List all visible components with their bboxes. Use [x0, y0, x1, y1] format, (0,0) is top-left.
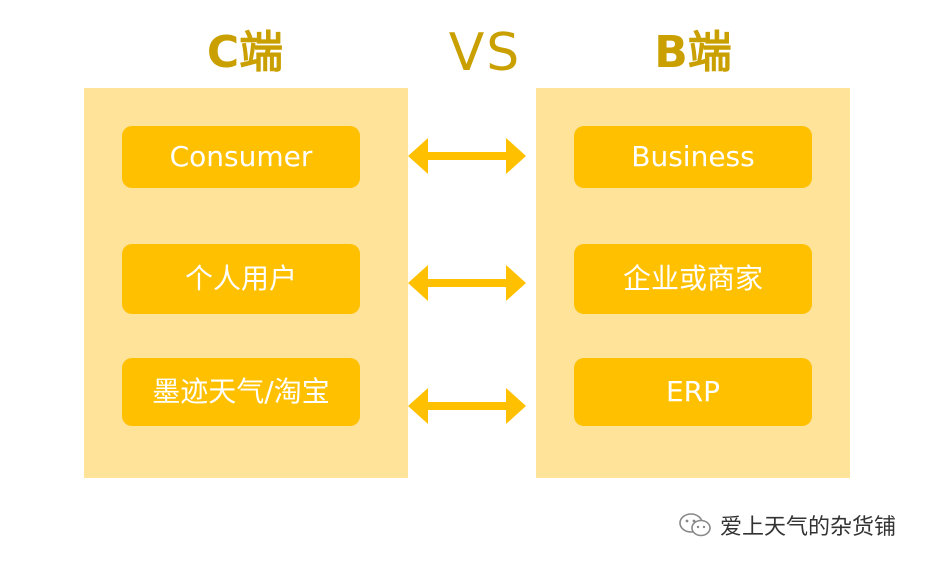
enterprise-merchant-box: 企业或商家: [574, 244, 812, 314]
c-end-heading: C端: [206, 27, 284, 78]
wechat-icon: [679, 513, 711, 537]
moji-taobao-box: 墨迹天气/淘宝: [122, 358, 360, 426]
double-arrow-icon: [408, 265, 526, 301]
individual-user-box: 个人用户: [122, 244, 360, 314]
watermark-text: 爱上天气的杂货铺: [720, 515, 897, 540]
wechat-watermark: 爱上天气的杂货铺: [678, 508, 918, 542]
vs-heading: VS: [448, 23, 522, 83]
consumer-box: Consumer: [122, 126, 360, 188]
double-arrow-icon: [408, 388, 526, 424]
business-box: Business: [574, 126, 812, 188]
c-end-panel: Consumer 个人用户 墨迹天气/淘宝: [84, 88, 408, 478]
b-end-heading: B端: [654, 27, 732, 78]
erp-box: ERP: [574, 358, 812, 426]
double-arrow-icon: [408, 138, 526, 174]
b-end-panel: Business 企业或商家 ERP: [536, 88, 850, 478]
